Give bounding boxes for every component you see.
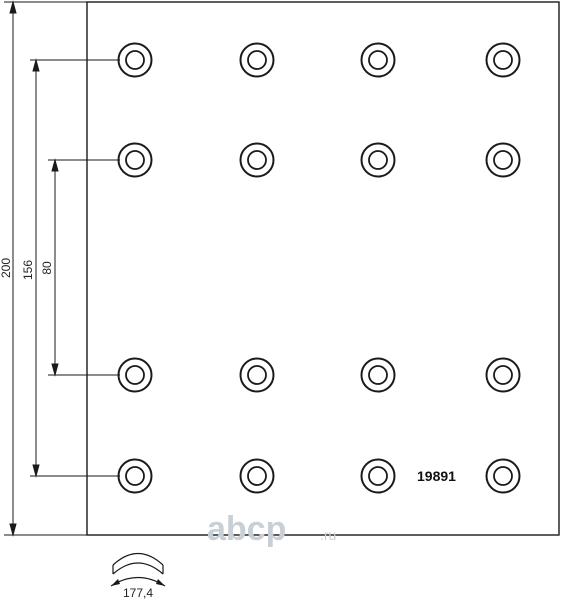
rivet-hole-outer-ring	[485, 357, 521, 393]
rivet-hole	[239, 42, 275, 78]
rivet-hole	[485, 142, 521, 178]
dimension-label-arc-length: 177,4	[123, 586, 153, 600]
rivet-hole	[239, 357, 275, 393]
rivet-hole-outer-ring	[360, 142, 396, 178]
rivet-hole-inner-ring	[493, 466, 513, 486]
rivet-hole-inner-ring	[493, 150, 513, 170]
rivet-hole	[485, 357, 521, 393]
rivet-hole	[360, 142, 396, 178]
rivet-hole-outer-ring	[360, 458, 396, 494]
rivet-hole	[360, 357, 396, 393]
rivet-hole-inner-ring	[368, 365, 388, 385]
abcp-watermark: abcp .ru	[207, 510, 336, 548]
rivet-hole-inner-ring	[368, 50, 388, 70]
arc-profile-icon	[110, 552, 166, 587]
rivet-hole-outer-ring	[239, 42, 275, 78]
rivet-hole-inner-ring	[125, 50, 145, 70]
rivet-hole	[485, 458, 521, 494]
part-number: 19891	[417, 468, 456, 484]
watermark-text: abcp	[207, 510, 286, 548]
dimension-label-overall-height: 200	[0, 258, 13, 278]
rivet-hole-outer-ring	[360, 42, 396, 78]
rivet-hole-outer-ring	[485, 142, 521, 178]
dimension-inner-hole-spacing	[48, 158, 120, 377]
dimension-label-inner-hole-spacing: 80	[40, 261, 54, 275]
rivet-hole-outer-ring	[239, 458, 275, 494]
rivet-hole-outer-ring	[360, 357, 396, 393]
rivet-hole-outer-ring	[485, 42, 521, 78]
rivet-hole	[485, 42, 521, 78]
dimension-label-outer-hole-spacing: 156	[21, 260, 35, 280]
rivet-holes	[117, 42, 521, 494]
dimension-outer-hole-spacing	[30, 58, 120, 478]
lining-plate	[86, 1, 560, 536]
rivet-hole-outer-ring	[485, 458, 521, 494]
rivet-hole	[360, 42, 396, 78]
rivet-hole	[239, 142, 275, 178]
rivet-hole-inner-ring	[247, 50, 267, 70]
rivet-hole-inner-ring	[125, 466, 145, 486]
rivet-hole	[239, 458, 275, 494]
rivet-hole-inner-ring	[493, 50, 513, 70]
rivet-hole-outer-ring	[239, 357, 275, 393]
dimension-overall-height	[4, 0, 87, 537]
rivet-hole-inner-ring	[247, 150, 267, 170]
rivet-hole-inner-ring	[368, 150, 388, 170]
rivet-hole-inner-ring	[125, 150, 145, 170]
rivet-hole-inner-ring	[125, 365, 145, 385]
rivet-hole-inner-ring	[368, 466, 388, 486]
rivet-hole-inner-ring	[493, 365, 513, 385]
watermark-suffix: .ru	[320, 527, 336, 543]
rivet-hole-outer-ring	[239, 142, 275, 178]
rivet-hole-inner-ring	[247, 365, 267, 385]
rivet-hole-inner-ring	[247, 466, 267, 486]
rivet-hole	[360, 458, 396, 494]
